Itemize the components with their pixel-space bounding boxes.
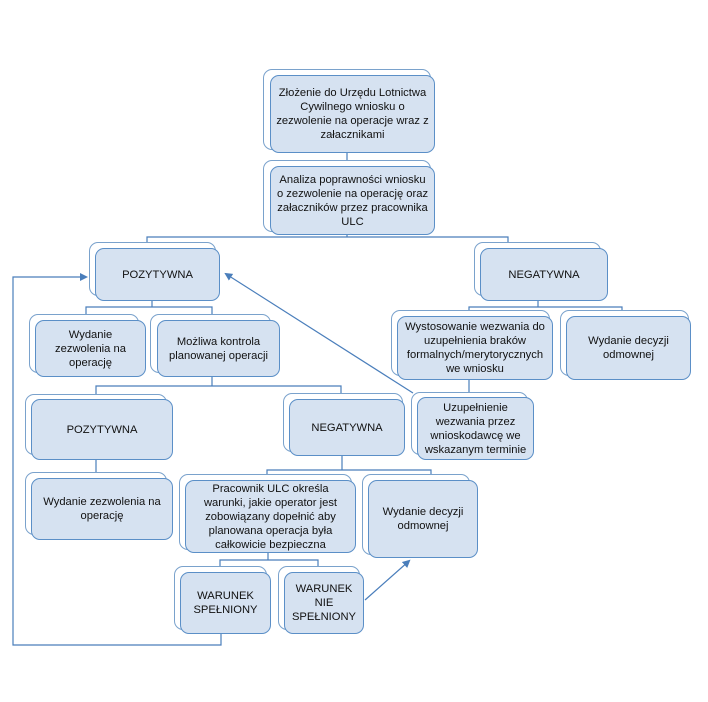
node-box: Wydanie decyzji odmownej	[368, 480, 478, 558]
node-box: Wydanie decyzji odmownej	[566, 316, 691, 380]
node-box: NEGATYWNA	[289, 399, 405, 456]
edge-supplement-positive1-arrow	[224, 272, 414, 394]
edge-analysis-positive	[146, 236, 347, 242]
node-label: NEGATYWNA	[311, 421, 383, 434]
edge-negative2-conditions	[266, 469, 342, 474]
node-box: POZYTYWNA	[31, 399, 173, 460]
node-box: Wystosowanie wezwania do uzupełnienia br…	[397, 316, 553, 380]
node-label: Wydanie zezwolenia na operację	[43, 496, 161, 522]
node-label: Wydanie zezwolenia na operację	[55, 328, 126, 369]
node-box: Złożenie do Urzędu Lotnictwa Cywilnego w…	[270, 75, 435, 153]
edge-conditions-met	[219, 559, 268, 566]
node-box: Uzupełnienie wezwania przez wnioskodawcę…	[417, 397, 534, 460]
node-label: Uzupełnienie wezwania przez wnioskodawcę…	[424, 401, 527, 456]
edge-notmet-refusal2-arrow	[364, 559, 411, 601]
node-box: WARUNEK NIE SPEŁNIONY	[284, 572, 364, 634]
node-box: Możliwa kontrola planowanej operacji	[157, 320, 280, 377]
edge-positive1-permit1	[85, 306, 152, 314]
node-box: Wydanie zezwolenia na operację	[35, 320, 146, 377]
edge-control-positive2	[95, 385, 212, 395]
edge-negative1-refusal1	[538, 306, 623, 310]
node-box: POZYTYWNA	[95, 248, 220, 301]
node-label: Wydanie decyzji odmownej	[382, 506, 464, 532]
node-label: Pracownik ULC określa warunki, jakie ope…	[203, 482, 338, 551]
node-label: WARUNEK SPEŁNIONY	[193, 590, 258, 616]
node-box: Analiza poprawności wniosku o zezwolenie…	[270, 166, 435, 235]
edge-conditions-notmet	[268, 559, 319, 566]
node-label: Złożenie do Urzędu Lotnictwa Cywilnego w…	[276, 87, 429, 141]
node-label: NEGATYWNA	[508, 268, 580, 281]
node-box: WARUNEK SPEŁNIONY	[180, 572, 271, 634]
edge-negative2-refusal2	[342, 469, 432, 474]
edge-negative1-request	[468, 306, 538, 310]
node-label: Możliwa kontrola planowanej operacji	[169, 335, 268, 362]
edge-analysis-negative	[347, 236, 509, 242]
node-box: NEGATYWNA	[480, 248, 608, 301]
node-label: Wystosowanie wezwania do uzupełnienia br…	[405, 321, 545, 375]
node-box: Wydanie zezwolenia na operację	[31, 478, 173, 540]
edge-positive1-control	[152, 306, 213, 314]
node-label: POZYTYWNA	[66, 423, 138, 436]
node-label: Analiza poprawności wniosku o zezwolenie…	[276, 173, 429, 228]
node-box: Pracownik ULC określa warunki, jakie ope…	[185, 480, 356, 553]
edge-met-loop-positive1-arrow	[12, 273, 222, 646]
node-label: POZYTYWNA	[122, 268, 193, 281]
edge-control-negative2	[212, 385, 342, 393]
node-label: WARUNEK NIE SPEŁNIONY	[291, 583, 357, 623]
node-label: Wydanie decyzji odmownej	[588, 335, 669, 361]
